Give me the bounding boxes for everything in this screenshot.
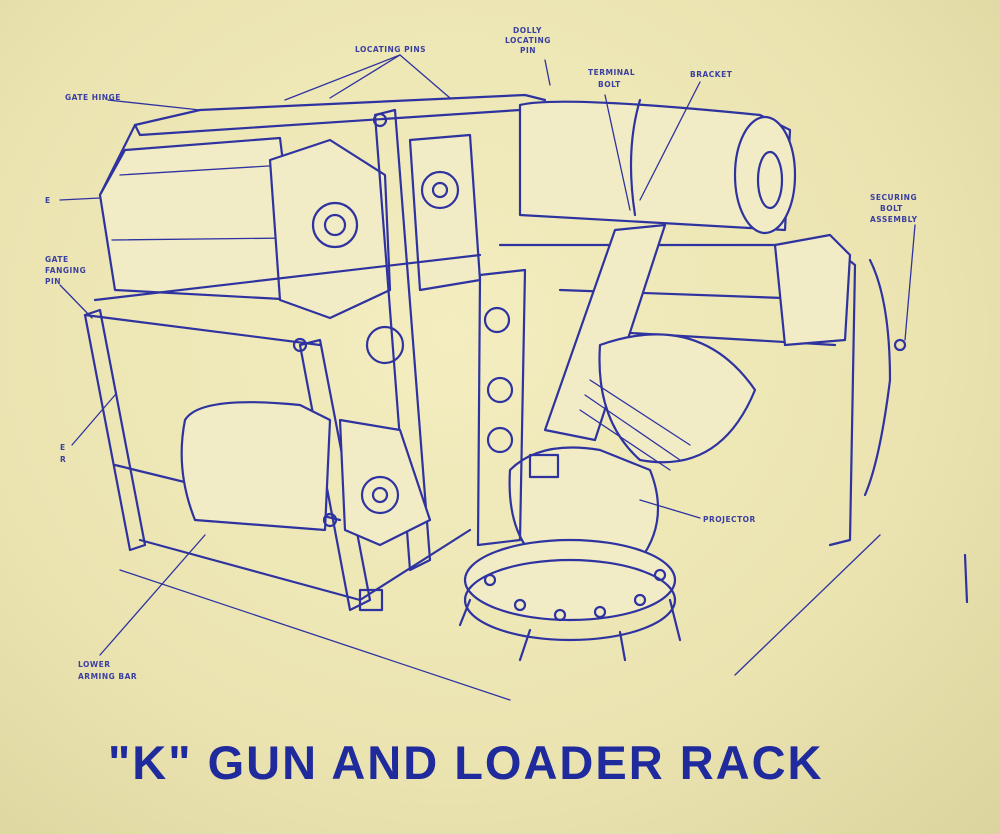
label-dolly-locating: LOCATING — [505, 36, 551, 45]
gun-side-frame — [498, 243, 857, 547]
gate-pin — [292, 337, 308, 353]
locating-pin — [372, 112, 388, 128]
securing-bolt-block — [773, 233, 852, 347]
lower-canister-end — [338, 418, 432, 547]
rear-upright — [83, 308, 147, 552]
upper-shelf-bar — [83, 313, 322, 347]
label-gate: GATE — [45, 255, 69, 264]
arbor-end — [733, 115, 797, 235]
label-e: E — [45, 196, 51, 205]
middle-end-cap — [420, 170, 460, 210]
label-fanging: FANGING — [45, 266, 86, 275]
foot-block — [358, 588, 384, 612]
label-locating-pins: LOCATING PINS — [355, 45, 426, 54]
breech-block — [528, 453, 560, 479]
lower-port — [365, 325, 405, 365]
label-lower: LOWER — [78, 660, 111, 669]
edge-mark — [963, 553, 969, 604]
callout-labels: GATE HINGE LOCATING PINS DOLLY LOCATING … — [45, 26, 918, 681]
label-terminal: TERMINAL — [588, 68, 635, 77]
label-arming-bar: ARMING BAR — [78, 672, 137, 681]
middle-upright — [298, 338, 372, 612]
upper-end-cap — [311, 201, 359, 249]
label-terminal-bolt: BOLT — [598, 80, 621, 89]
k-gun — [458, 98, 907, 662]
lower-shelf-bar — [138, 538, 362, 602]
label-gate-hinge: GATE HINGE — [65, 93, 121, 102]
label-fanging-pin: PIN — [45, 277, 61, 286]
label-side-code-2: R — [60, 455, 66, 464]
label-securing-bolt: BOLT — [880, 204, 903, 213]
label-securing: SECURING — [870, 193, 917, 202]
upper-cross-bar — [93, 253, 482, 302]
leader-lines — [59, 54, 916, 656]
rack-top-rail — [133, 108, 522, 137]
label-side-code-1: E — [60, 443, 66, 452]
diagram-title: "K" GUN AND LOADER RACK — [108, 736, 824, 789]
back-panel — [476, 268, 527, 547]
expansion-chamber — [598, 333, 757, 464]
label-projector: PROJECTOR — [703, 515, 756, 524]
securing-bolt-bar — [863, 258, 892, 497]
front-upright — [373, 108, 432, 572]
label-dolly-pin: PIN — [520, 46, 536, 55]
label-dolly: DOLLY — [513, 26, 542, 35]
loader-rack — [83, 93, 547, 612]
canister-seam-2 — [111, 237, 293, 241]
upper-hex-end — [268, 138, 392, 320]
middle-canister-end — [408, 133, 482, 292]
lower-end-cap — [360, 475, 400, 515]
floor-line-left — [119, 569, 511, 701]
floor-line-right — [734, 534, 881, 676]
canister-seam-1 — [119, 164, 286, 176]
bracket-chain — [629, 98, 642, 217]
projector-tube — [543, 223, 667, 442]
lower-canister — [180, 401, 332, 532]
label-securing-assembly: ASSEMBLY — [870, 215, 918, 224]
label-bracket: BRACKET — [690, 70, 733, 79]
base-flange — [463, 538, 677, 622]
